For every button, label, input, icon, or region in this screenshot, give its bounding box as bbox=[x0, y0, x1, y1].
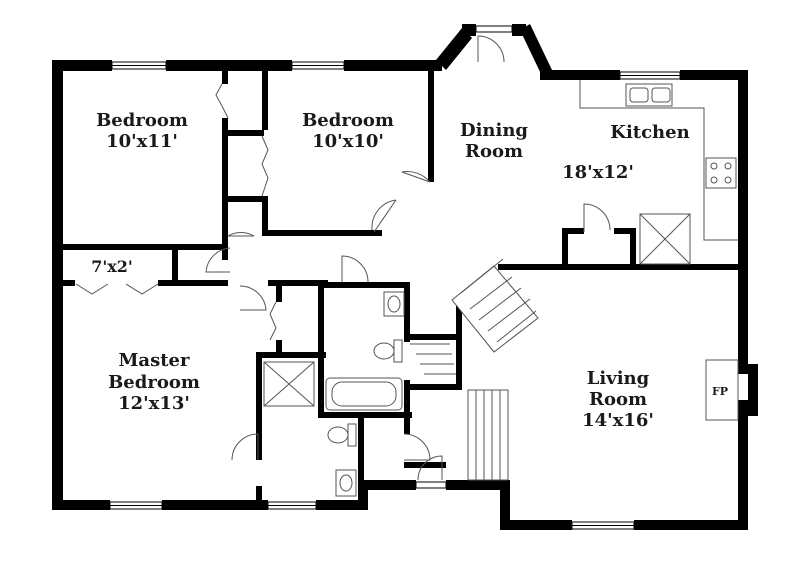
fireplace bbox=[705, 359, 739, 421]
kitchen-counter bbox=[579, 80, 738, 241]
stairs-lower bbox=[410, 343, 509, 481]
dining-name-line1: Dining bbox=[460, 120, 528, 141]
bath-fixtures bbox=[263, 291, 405, 497]
windows bbox=[109, 61, 681, 530]
interior-walls bbox=[63, 70, 748, 504]
kitchen-name: Kitchen bbox=[610, 122, 689, 143]
kitchen-island bbox=[639, 213, 691, 265]
room-labels: Bedroom 10'x11' Bedroom 10'x10' Dining R… bbox=[91, 110, 728, 431]
living-name-line1: Living bbox=[587, 368, 650, 389]
dining-name-line2: Room bbox=[465, 141, 523, 162]
bedroom2-name: Bedroom bbox=[302, 110, 394, 131]
closet-size: 7'x2' bbox=[91, 257, 133, 276]
bay-window-walls bbox=[436, 24, 552, 76]
stairs-upper bbox=[451, 258, 539, 353]
kitchen-size: 18'x12' bbox=[562, 162, 634, 183]
doors bbox=[75, 35, 611, 481]
living-size: 14'x16' bbox=[582, 410, 654, 431]
bedroom2-size: 10'x10' bbox=[312, 131, 384, 152]
living-name-line2: Room bbox=[589, 389, 647, 410]
fireplace-label: FP bbox=[712, 385, 728, 398]
bedroom1-size: 10'x11' bbox=[106, 131, 178, 152]
exterior-walls bbox=[52, 60, 758, 530]
master-name-line2: Bedroom bbox=[108, 372, 200, 393]
bedroom1-name: Bedroom bbox=[96, 110, 188, 131]
master-size: 12'x13' bbox=[118, 393, 190, 414]
master-name-line1: Master bbox=[119, 350, 190, 371]
